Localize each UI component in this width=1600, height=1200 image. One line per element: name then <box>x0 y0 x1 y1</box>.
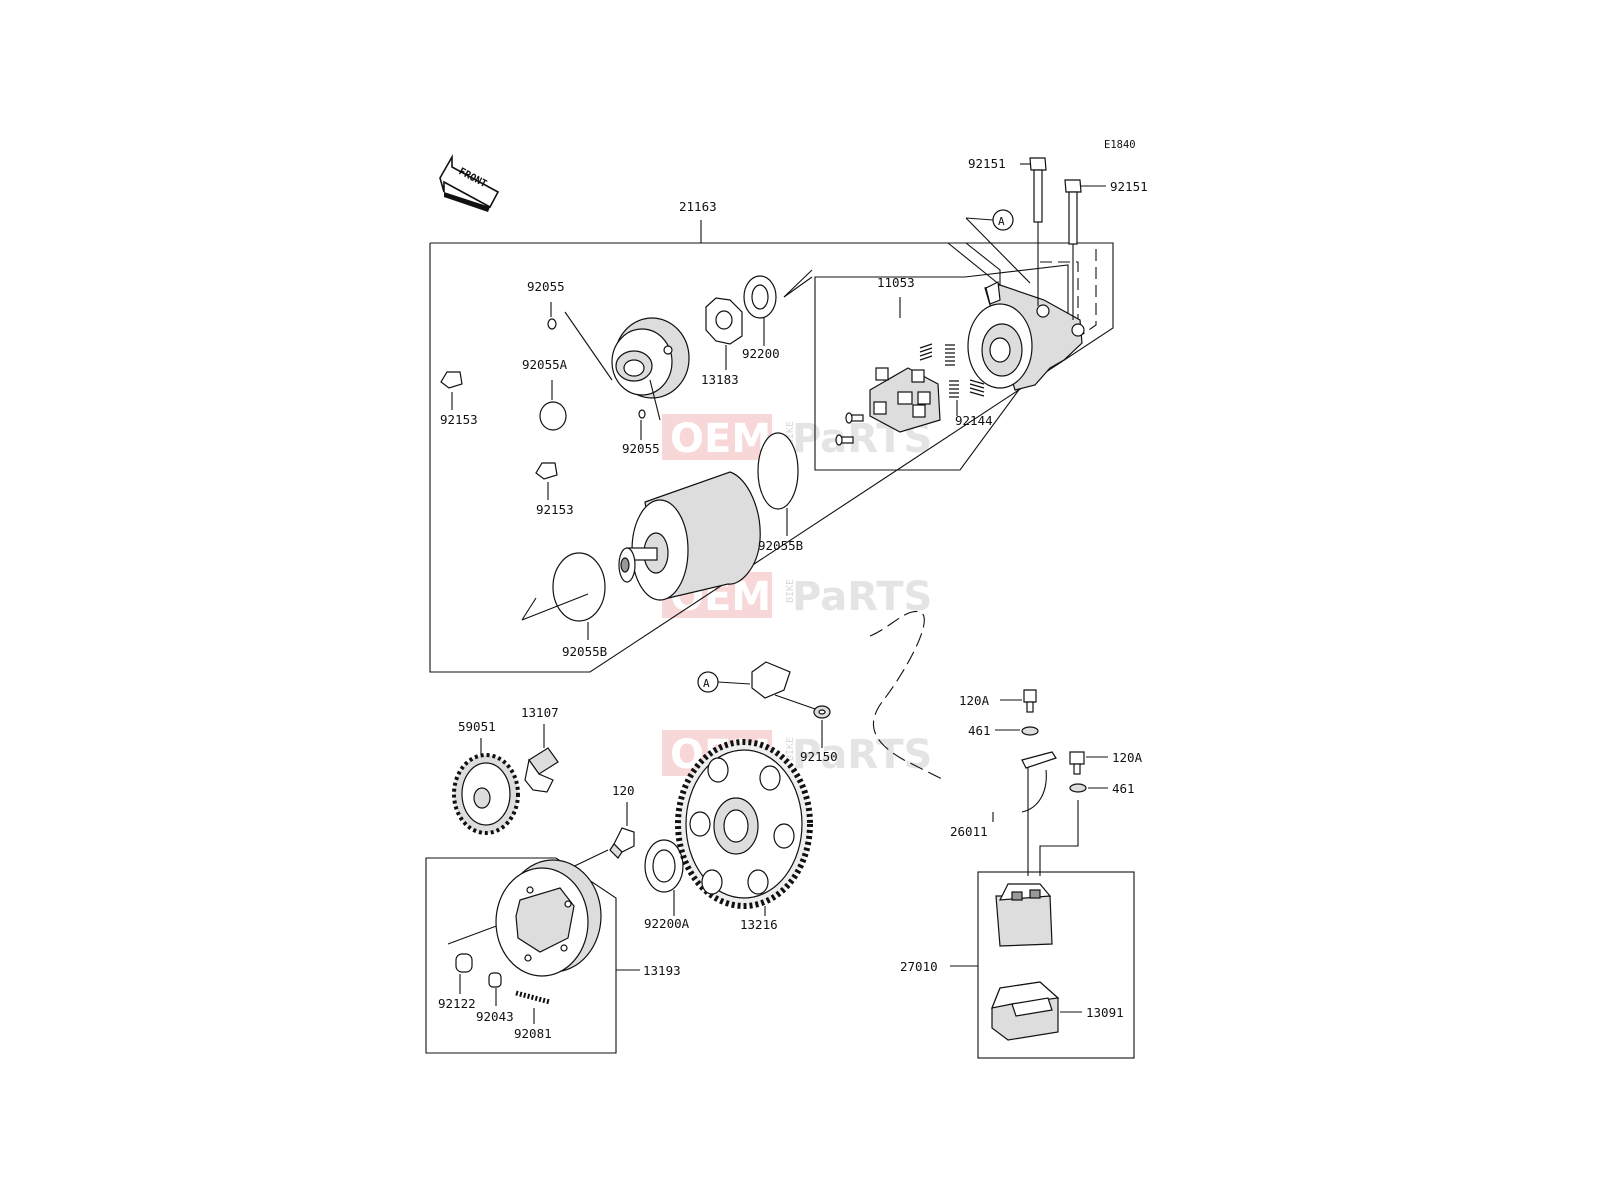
label-92081: 92081 <box>514 1026 552 1041</box>
screw-small-bottom <box>835 434 854 446</box>
gear-59051 <box>452 753 520 835</box>
watermark-bike: BIKE <box>785 421 796 445</box>
plate-13183 <box>705 297 743 345</box>
watermark-bike: BIKE <box>785 737 796 761</box>
front-end-cover <box>564 311 690 421</box>
spring-92144-group <box>919 343 985 398</box>
label-120: 120 <box>612 783 635 798</box>
label-13091: 13091 <box>1086 1005 1124 1020</box>
label-92055-top: 92055 <box>527 279 565 294</box>
label-13216: 13216 <box>740 917 778 932</box>
label-461-right: 461 <box>1112 781 1135 796</box>
label-92055A: 92055A <box>522 357 568 372</box>
watermark-parts: PaRTS <box>792 574 932 620</box>
label-92055-middle: 92055 <box>622 441 660 456</box>
bolt-92153-bottom <box>535 421 631 480</box>
roller-92122 <box>455 953 473 973</box>
label-92151-right: 92151 <box>1110 179 1148 194</box>
label-26011: 26011 <box>950 824 988 839</box>
sleeve-13107 <box>524 747 559 793</box>
label-92153-top: 92153 <box>440 412 478 427</box>
svg-text:A: A <box>998 215 1005 228</box>
bolt-92151-right <box>1064 179 1106 320</box>
bolt-120A-right <box>1069 751 1085 775</box>
spring-92081 <box>515 990 551 1005</box>
label-92200A: 92200A <box>644 916 690 931</box>
callout-a-top: A <box>965 209 1031 284</box>
label-59051: 59051 <box>458 719 496 734</box>
one-way-clutch-box-13193: 13193 92122 92043 92081 <box>425 849 681 1054</box>
bolt-92151-left <box>1020 157 1047 306</box>
o-ring-92055-middle <box>638 409 646 419</box>
label-13183: 13183 <box>701 372 739 387</box>
label-13193: 13193 <box>643 963 681 978</box>
relay-cover-13091 <box>991 981 1060 1041</box>
watermark-oem: OEM <box>670 416 771 462</box>
callout-a-bottom: A <box>697 671 751 693</box>
watermark-parts: PaRTS <box>792 732 932 778</box>
label-21163: 21163 <box>679 199 717 214</box>
nut-92150 <box>813 705 831 719</box>
terminal-lug <box>1021 751 1057 769</box>
label-92153-bottom: 92153 <box>536 502 574 517</box>
brush-holder-box-11053: 11053 <box>814 264 1085 471</box>
bolt-120A-top <box>1023 689 1037 713</box>
plunger-92043 <box>488 972 502 988</box>
washer-461-top <box>1021 726 1039 736</box>
starter-cable-26011 <box>751 611 1047 813</box>
relay-unit <box>995 883 1053 947</box>
label-92151-left: 92151 <box>968 156 1006 171</box>
reference-code: E1840 <box>1104 139 1136 151</box>
label-461-top: 461 <box>968 723 991 738</box>
label-92200: 92200 <box>742 346 780 361</box>
o-ring-92055A <box>539 401 567 431</box>
washer-92200 <box>743 275 777 319</box>
label-92122: 92122 <box>438 996 476 1011</box>
gear-13216 <box>675 739 813 909</box>
front-arrow-icon: FRONT <box>439 153 500 212</box>
label-92043: 92043 <box>476 1009 514 1024</box>
label-92055B-right: 92055B <box>758 538 803 553</box>
svg-text:A: A <box>703 677 710 690</box>
o-ring-92055B-left <box>552 552 606 622</box>
label-27010: 27010 <box>900 959 938 974</box>
motor-yoke <box>618 471 761 601</box>
washer-461-right <box>1069 783 1087 793</box>
screw-small-top <box>845 412 864 424</box>
starter-relay-box-27010: 27010 13091 <box>900 871 1135 1059</box>
label-120A-right: 120A <box>1112 750 1143 765</box>
label-92150: 92150 <box>800 749 838 764</box>
label-92055B-left: 92055B <box>562 644 607 659</box>
watermark-bike: BIKE <box>785 579 796 603</box>
rear-end-cover <box>967 281 1085 391</box>
washer-92200A <box>644 839 684 893</box>
brush-plate <box>869 367 941 433</box>
label-92144: 92144 <box>955 413 993 428</box>
bolt-92153-top <box>440 331 539 389</box>
bolt-120 <box>609 827 635 859</box>
o-ring-92055B-right <box>757 432 799 510</box>
o-ring-92055-top <box>547 318 557 330</box>
label-11053: 11053 <box>877 275 915 290</box>
label-120A-top: 120A <box>959 693 990 708</box>
label-13107: 13107 <box>521 705 559 720</box>
starter-motor-assembly-21163: 21163 A 92153 92055 92055A <box>429 156 1148 673</box>
clutch-body <box>495 859 602 977</box>
